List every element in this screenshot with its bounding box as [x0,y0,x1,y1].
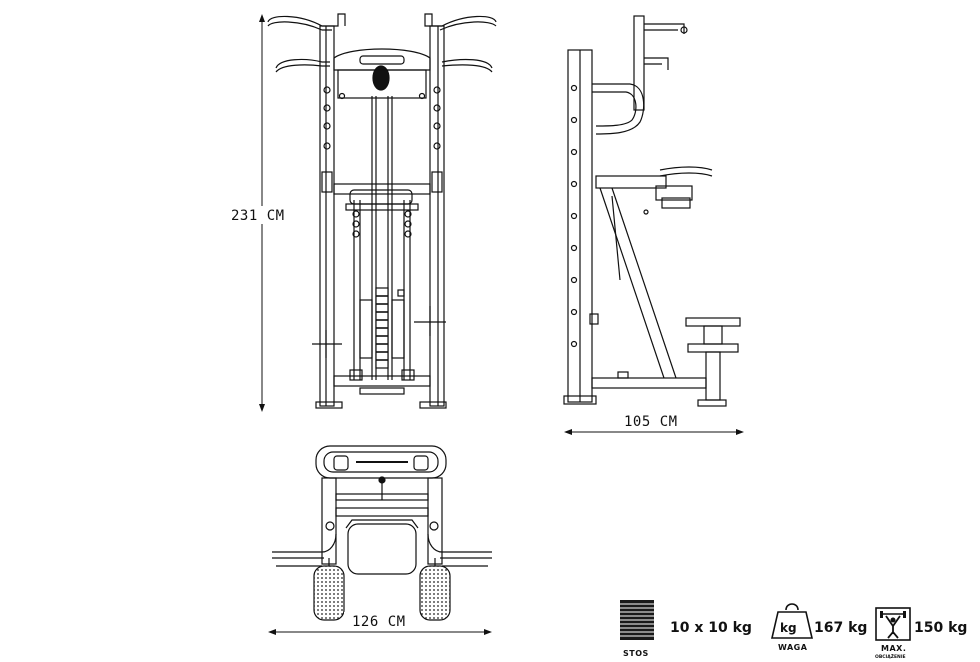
height-label: 231 CM [231,208,285,224]
top-shroud [315,445,447,500]
front-weight-stack [353,96,411,380]
weight-value: 167 kg [814,620,867,636]
stack-value: 10 x 10 kg [670,620,752,636]
front-upper-handles [267,13,497,73]
max-load-sublabel: OBCIĄŻENIE [875,653,906,660]
top-seat [345,519,419,575]
max-load-label: MAX. [881,644,906,653]
side-base-rail [591,371,707,389]
front-uprights [319,25,445,407]
side-view [563,15,741,407]
side-step-platform [685,317,741,407]
side-front-column [592,15,688,135]
top-dip-arms [272,533,492,567]
depth-dimension: 105 CM [564,414,744,435]
kg-icon-text: kg [780,621,797,635]
width-label: 126 CM [352,614,406,630]
weight-stack-icon [620,600,654,640]
top-view [272,445,492,621]
stack-label: STOS [623,649,649,658]
side-rear-column [563,49,597,405]
front-foot-pegs [312,306,446,358]
spec-max-load: MAX. OBCIĄŻENIE 150 kg [875,607,967,660]
front-base [315,369,447,409]
width-dimension: 126 CM [268,612,492,635]
front-view [267,13,497,409]
depth-label: 105 CM [624,414,678,430]
height-dimension: 231 CM [231,14,292,412]
side-dip-handles [595,166,713,209]
kettlebell-weight-icon: kg [770,603,814,639]
top-foot-plates [313,558,451,621]
side-diagonal-strut [589,187,677,379]
spec-weight: kg WAGA 167 kg [770,603,867,652]
lifter-max-load-icon [875,607,911,641]
front-carriage [333,183,431,238]
spec-stack: STOS 10 x 10 kg [620,600,752,658]
front-top-shroud [333,48,431,100]
weight-label: WAGA [778,643,808,652]
max-load-value: 150 kg [914,620,967,636]
